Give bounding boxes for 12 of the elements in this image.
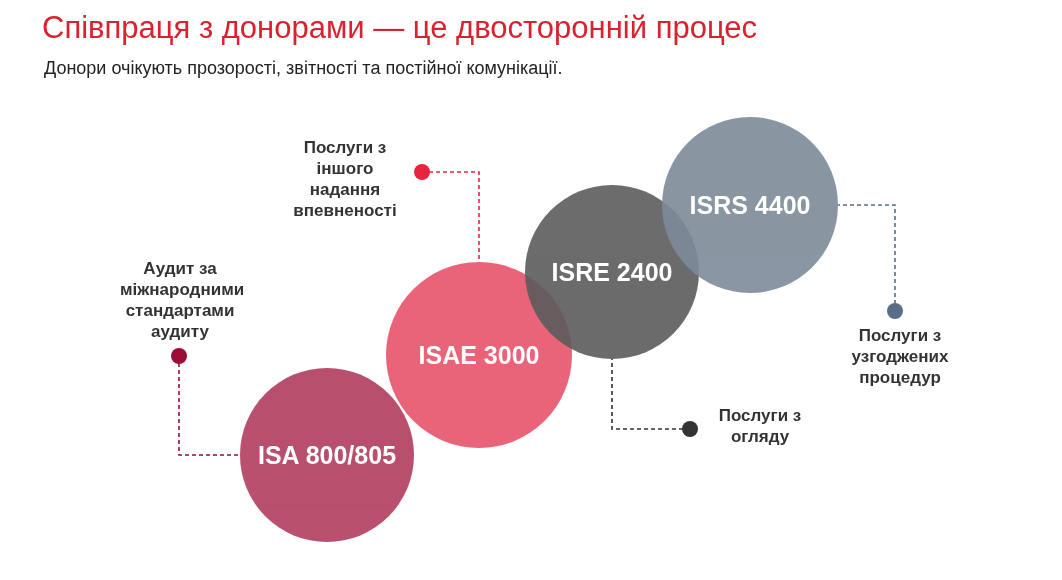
leader-line: [837, 204, 903, 319]
service-label: Послуги з огляду: [705, 405, 815, 447]
leader-line: [611, 358, 698, 437]
standard-code: ISA 800/805: [257, 440, 397, 470]
subtitle: Донори очікують прозорості, звітності та постійної комунікації.: [44, 58, 563, 79]
standard-code: ISRS 4400: [689, 190, 811, 220]
standard-code: ISAE 3000: [418, 340, 540, 370]
standard-code: ISRE 2400: [551, 257, 673, 287]
service-label: Послуги з іншого надання впевненості: [285, 137, 405, 221]
title: Співпраця з донорами — це двосторонній процес: [42, 10, 758, 46]
service-label: Послуги з узгоджених процедур: [835, 325, 965, 388]
leader-line: [171, 348, 241, 456]
